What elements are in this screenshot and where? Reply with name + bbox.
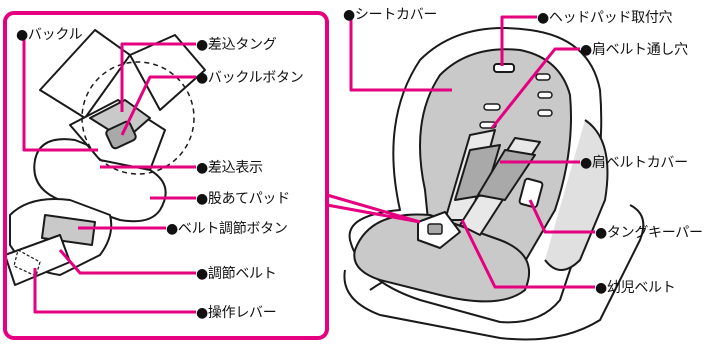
tongue-keeper-shape bbox=[518, 177, 544, 209]
label-seat-cover: ●シートカバー bbox=[343, 7, 438, 23]
label-insert-indicator: ●差込表示 bbox=[196, 160, 263, 176]
label-shoulder-belt-cover: ●肩ベルトカバー bbox=[580, 155, 688, 171]
label-headpad-hole: ●ヘッドパッド取付穴 bbox=[537, 10, 673, 26]
headpad-hole-shape bbox=[493, 63, 515, 73]
label-crotch-pad: ●股あてパッド bbox=[196, 191, 290, 207]
inset-frame bbox=[3, 11, 329, 340]
car-seat bbox=[343, 27, 645, 341]
buckle-inset bbox=[3, 11, 329, 340]
right-strap bbox=[129, 34, 206, 111]
label-shoulder-belt-hole: ●肩ベルト通し穴 bbox=[580, 42, 688, 58]
leader-lines bbox=[22, 14, 595, 314]
buckle-button-shape bbox=[105, 120, 137, 150]
label-operation-lever: ●操作レバー bbox=[196, 305, 277, 321]
label-buckle-button: ●バックルボタン bbox=[196, 70, 304, 86]
magnifier-circle bbox=[81, 61, 195, 175]
label-buckle: ●バックル bbox=[16, 27, 83, 43]
lever-dashed bbox=[13, 249, 41, 277]
inset-connector bbox=[326, 193, 421, 224]
label-tongue-keeper: ●タングキーパー bbox=[595, 225, 703, 241]
label-infant-belt: ●幼児ベルト bbox=[595, 280, 676, 296]
label-adjust-belt: ●調節ベルト bbox=[196, 266, 277, 282]
label-belt-adjust-button: ●ベルト調節ボタン bbox=[166, 221, 288, 237]
label-insert-tongue: ●差込タング bbox=[196, 37, 277, 53]
